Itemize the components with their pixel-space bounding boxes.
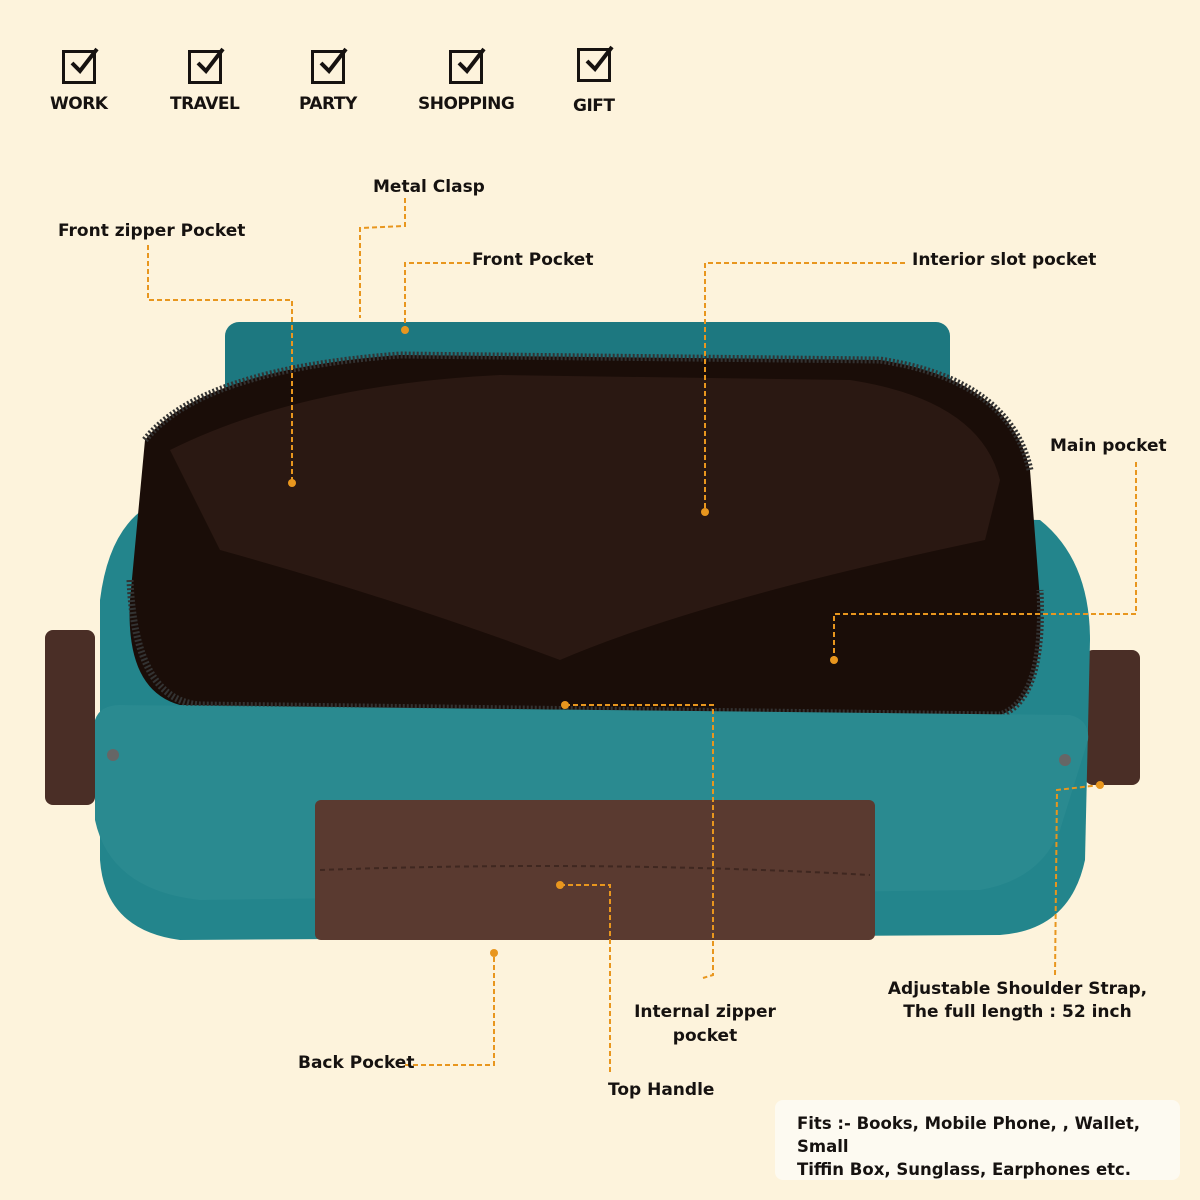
use-work: WORK [50, 47, 108, 114]
zipper-top [142, 351, 1034, 471]
checkbox-icon [576, 45, 614, 82]
checkbox-icon [310, 47, 348, 84]
strap-left [45, 630, 95, 805]
label-interior-slot-pocket: Interior slot pocket [912, 250, 1097, 270]
label-top-handle: Top Handle [608, 1080, 715, 1100]
callout-dots [288, 326, 1104, 957]
zipper-bottom [126, 579, 1044, 719]
checkbox-icon [449, 47, 486, 84]
fits-info-box: Fits :- Books, Mobile Phone, , Wallet, S… [775, 1100, 1180, 1180]
strap-right [1085, 650, 1140, 785]
label-main-pocket: Main pocket [1050, 436, 1167, 456]
label-front-zipper-pocket: Front zipper Pocket [58, 221, 246, 241]
checkbox-icon [187, 47, 225, 84]
label-metal-clasp: Metal Clasp [373, 177, 485, 197]
label-front-pocket: Front Pocket [472, 250, 594, 270]
label-internal-zipper-pocket: Internal zipper pocket [634, 1002, 776, 1046]
rivet [107, 749, 119, 761]
callout-lines [147, 198, 1137, 1075]
label-back-pocket: Back Pocket [298, 1053, 415, 1073]
top-handle [315, 800, 875, 940]
label-shoulder-strap: Adjustable Shoulder Strap, The full leng… [887, 979, 1148, 1022]
checkbox-icon [61, 47, 99, 84]
use-shopping: SHOPPING [418, 47, 515, 114]
use-gift: GIFT [573, 45, 615, 116]
interior-slot [170, 375, 1000, 660]
use-travel: TRAVEL [170, 47, 240, 114]
rivet [1059, 754, 1071, 766]
use-party: PARTY [299, 47, 357, 114]
